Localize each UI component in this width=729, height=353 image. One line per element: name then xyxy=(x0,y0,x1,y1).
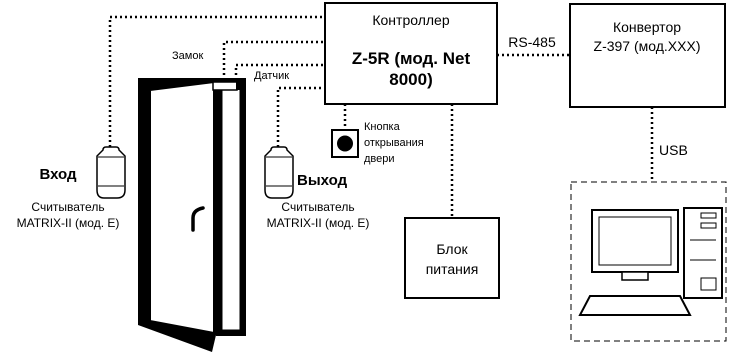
exit-button-line1: Кнопка xyxy=(364,121,401,133)
exit-reader-line2: MATRIX-II (мод. E) xyxy=(267,216,370,230)
entry-heading: Вход xyxy=(39,166,77,183)
power-supply-line1: Блок xyxy=(436,241,468,257)
sensor-label: Датчик xyxy=(254,70,289,82)
keyboard xyxy=(578,295,692,316)
entry-reader-line1: Считыватель xyxy=(31,200,104,214)
controller-title: Контроллер xyxy=(372,12,449,28)
monitor-screen xyxy=(598,216,672,266)
controller-model-line2: 8000) xyxy=(389,70,432,89)
power-supply-box: Блок питания xyxy=(404,217,500,299)
exit-button-line2: открывания xyxy=(364,137,424,149)
exit-heading: Выход xyxy=(297,172,348,189)
converter-title: Конвертор xyxy=(613,19,681,35)
computer-icon xyxy=(570,181,727,342)
exit-button-line3: двери xyxy=(364,153,395,165)
computer-dashed-frame xyxy=(570,181,727,342)
entry-reader-line2: MATRIX-II (мод. E) xyxy=(17,216,120,230)
controller-box: Контроллер Z-5R (мод. Net 8000) xyxy=(324,2,498,105)
power-supply-line2: питания xyxy=(426,261,479,277)
wire-exit-reader xyxy=(276,86,325,147)
wire-lock xyxy=(222,40,325,80)
entry-reader-icon xyxy=(96,146,126,199)
wiring xyxy=(108,15,654,218)
exit-reader-line1: Считыватель xyxy=(281,200,354,214)
door-handle-icon xyxy=(191,206,205,232)
exit-reader-icon xyxy=(264,146,294,199)
exit-button-device: Кнопка открывания двери xyxy=(331,121,424,165)
monitor-stand xyxy=(621,271,649,281)
door-leaf xyxy=(149,80,215,335)
door xyxy=(138,78,246,352)
entry-reader: Вход Считыватель MATRIX-II (мод. E) xyxy=(17,146,126,230)
wire-sensor xyxy=(234,63,325,80)
exit-button-icon xyxy=(337,135,353,152)
usb-label: USB xyxy=(659,142,688,158)
controller-model-line1: Z-5R (мод. Net xyxy=(352,49,471,68)
exit-reader: Выход Считыватель MATRIX-II (мод. E) xyxy=(264,146,370,230)
lock-icon xyxy=(212,81,238,91)
sensor-icon xyxy=(236,82,242,90)
converter-box: Конвертор Z-397 (мод.XXX) xyxy=(569,3,726,108)
wire-entry-reader xyxy=(108,15,325,147)
converter-model: Z-397 (мод.XXX) xyxy=(594,38,701,54)
rs485-label: RS-485 xyxy=(508,34,556,50)
lock-label: Замок xyxy=(172,50,203,62)
